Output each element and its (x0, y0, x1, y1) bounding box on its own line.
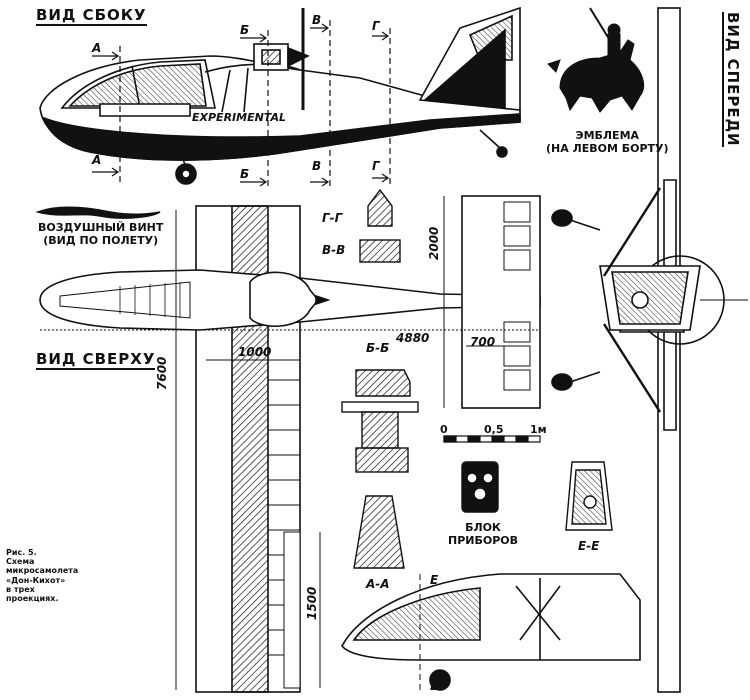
section-mark-e-bottom: Е (430, 679, 439, 693)
scale-one-meter: 1м (530, 423, 547, 436)
side-view (39, 6, 521, 187)
dimension-tail-span: 2000 (427, 226, 441, 260)
title-side-view: ВИД СБОКУ (36, 6, 147, 26)
section-mark-g-top: Г (372, 19, 380, 33)
section-label-b-b: Б-Б (366, 341, 390, 355)
dimension-wingspan: 7600 (155, 356, 169, 390)
front-view (551, 7, 748, 693)
section-mark-g-bottom: Г (372, 159, 380, 173)
section-label-v-v: В-В (322, 243, 346, 257)
section-mark-a-top: А (92, 41, 102, 55)
top-view (35, 195, 541, 693)
fuselage-lettering: EXPERIMENTAL (192, 111, 286, 124)
section-mark-v-bottom: В (312, 159, 322, 173)
dimension-wing-chord: 1000 (238, 345, 272, 359)
section-label-g-g: Г-Г (322, 211, 343, 225)
sections (341, 188, 613, 569)
section-mark-b-top: Б (240, 23, 250, 37)
scale-bar (443, 435, 541, 443)
cabin-detail (341, 573, 641, 691)
section-label-a-a: А-А (366, 577, 390, 591)
title-front-view: ВИД СПЕРЕДИ (722, 12, 742, 147)
scale-half: 0,5 (484, 423, 504, 436)
figure-caption: Рис. 5. Схема микросамолета «Дон-Кихот» … (6, 548, 79, 603)
title-top-view: ВИД СВЕРХУ (36, 350, 156, 370)
section-label-e-e: Е-Е (578, 539, 600, 553)
dimension-length: 4880 (396, 331, 430, 345)
section-mark-b-bottom: Б (240, 167, 250, 181)
instrument-panel-caption: БЛОК ПРИБОРОВ (448, 521, 519, 547)
emblem-caption: ЭМБЛЕМА (НА ЛЕВОМ БОРТУ) (546, 129, 669, 155)
dimension-aileron: 1500 (305, 586, 319, 620)
section-mark-a-bottom: А (92, 153, 102, 167)
dimension-tail-chord: 700 (470, 335, 496, 349)
propeller-caption: ВОЗДУШНЫЙ ВИНТ (ВИД ПО ПОЛЕТУ) (38, 221, 164, 247)
section-mark-e-top: Е (430, 573, 439, 587)
scale-zero: 0 (440, 423, 448, 436)
emblem-horseman (547, 7, 645, 113)
section-mark-v-top: В (312, 13, 322, 27)
